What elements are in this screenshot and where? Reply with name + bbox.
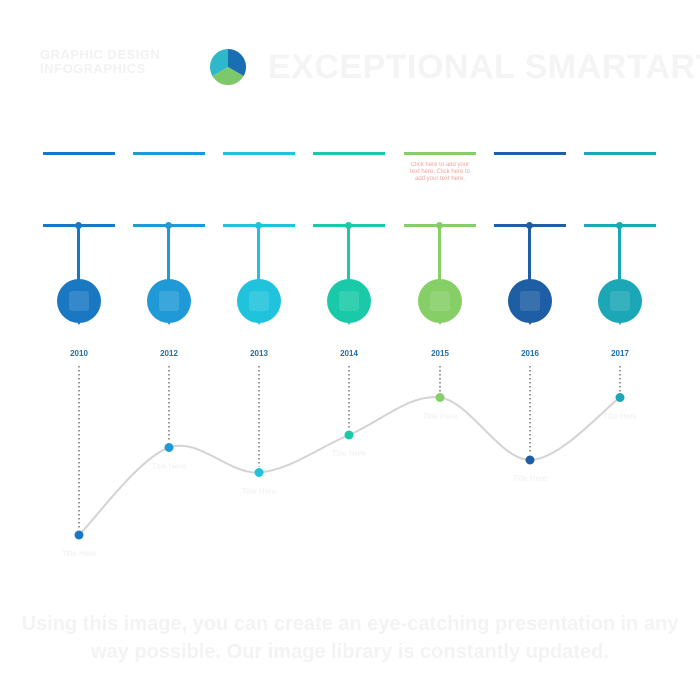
- milestone-pin: [253, 316, 265, 325]
- timeline-card: [43, 152, 115, 332]
- connector-stem: [528, 227, 531, 283]
- data-point: [164, 443, 174, 452]
- data-point: [74, 530, 84, 540]
- connector-dot: [616, 222, 623, 229]
- milestone-circle: [598, 279, 642, 323]
- connector-dot: [436, 222, 443, 229]
- point-label: Title Here: [422, 411, 458, 421]
- settings-icon: [69, 291, 89, 311]
- point-label: Title Here: [151, 461, 187, 471]
- timeline-card: [494, 152, 566, 332]
- year-label: 2015: [431, 349, 449, 358]
- pie-logo-icon: [209, 48, 247, 86]
- card-description: Click here to add your text here. Click …: [409, 162, 471, 182]
- card-top-rule: [43, 152, 115, 155]
- milestone-pin: [343, 316, 355, 325]
- connector-dot: [75, 222, 82, 229]
- point-label: Title Here: [61, 549, 97, 558]
- brand-line2: INFOGRAPHICS: [40, 61, 146, 76]
- connector-stem: [77, 227, 80, 283]
- data-point: [435, 393, 445, 402]
- target-icon: [430, 291, 450, 311]
- year-label: 2013: [250, 349, 268, 358]
- timeline-card: [223, 152, 295, 332]
- milestone-circle: [418, 279, 462, 323]
- footer-text: Using this image, you can create an eye-…: [21, 613, 679, 663]
- connector-dot: [255, 222, 262, 229]
- year-label: 2012: [160, 349, 178, 358]
- milestone-circle: [147, 279, 191, 323]
- connector-dot: [165, 222, 172, 229]
- card-top-rule: [223, 152, 295, 155]
- timeline-card: [313, 152, 385, 332]
- timeline-card: Click here to add your text here. Click …: [404, 152, 476, 332]
- document-icon: [339, 291, 359, 311]
- point-label: Title Here: [512, 474, 548, 483]
- data-point: [525, 455, 535, 465]
- milestone-pin: [73, 316, 85, 325]
- card-top-rule: [313, 152, 385, 155]
- data-point: [344, 430, 354, 440]
- connector-stem: [257, 227, 260, 283]
- globe-icon: [520, 291, 540, 311]
- data-point: [254, 468, 264, 477]
- connector-stem: [347, 227, 350, 283]
- milestone-pin: [163, 316, 175, 325]
- chart-icon: [159, 291, 179, 311]
- card-top-rule: [404, 152, 476, 155]
- milestone-pin: [524, 316, 536, 325]
- milestone-circle: [57, 279, 101, 323]
- point-label: Title Here: [602, 411, 638, 421]
- connector-stem: [167, 227, 170, 283]
- connector-dot: [345, 222, 352, 229]
- data-point: [615, 393, 625, 402]
- year-label: 2016: [521, 349, 539, 358]
- milestone-pin: [434, 316, 446, 325]
- page-title: EXCEPTIONAL SMARTART: [268, 48, 700, 86]
- people-icon: [249, 291, 269, 311]
- timeline-card: [133, 152, 205, 332]
- card-top-rule: [133, 152, 205, 155]
- card-top-rule: [494, 152, 566, 155]
- timeline-card: [584, 152, 656, 332]
- connector-stem: [618, 227, 621, 283]
- point-label: Title Here: [241, 486, 277, 496]
- card-top-rule: [584, 152, 656, 155]
- year-label: 2014: [340, 349, 358, 358]
- brand: GRAPHIC DESIGN INFOGRAPHICS: [40, 48, 200, 76]
- connector-stem: [438, 227, 441, 283]
- lightbulb-icon: [610, 291, 630, 311]
- connector-dot: [526, 222, 533, 229]
- milestone-circle: [237, 279, 281, 323]
- milestone-pin: [614, 316, 626, 325]
- milestone-circle: [508, 279, 552, 323]
- milestone-circle: [327, 279, 371, 323]
- brand-line1: GRAPHIC DESIGN: [40, 47, 161, 62]
- year-label: 2010: [70, 349, 88, 358]
- point-label: Title Here: [331, 449, 367, 458]
- year-label: 2017: [611, 349, 629, 358]
- header: GRAPHIC DESIGN INFOGRAPHICS EXCEPTIONAL …: [40, 42, 700, 90]
